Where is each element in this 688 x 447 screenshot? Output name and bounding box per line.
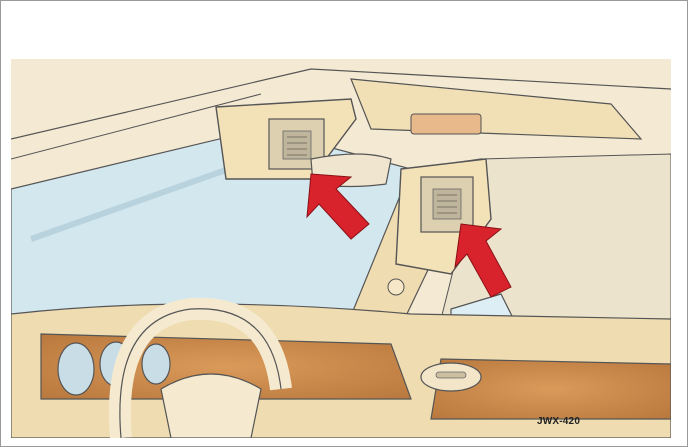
gauge-left (58, 343, 94, 395)
gauge-right (142, 344, 170, 384)
dome-light (411, 114, 481, 134)
right-visor-warning-label (433, 189, 461, 219)
pillar-grab-handle (388, 279, 404, 295)
figure-reference-code: JWX-420 (537, 416, 580, 427)
steering-wheel-hub (161, 374, 261, 438)
vent-slot (436, 372, 466, 378)
sun-visor-illustration (11, 59, 671, 438)
